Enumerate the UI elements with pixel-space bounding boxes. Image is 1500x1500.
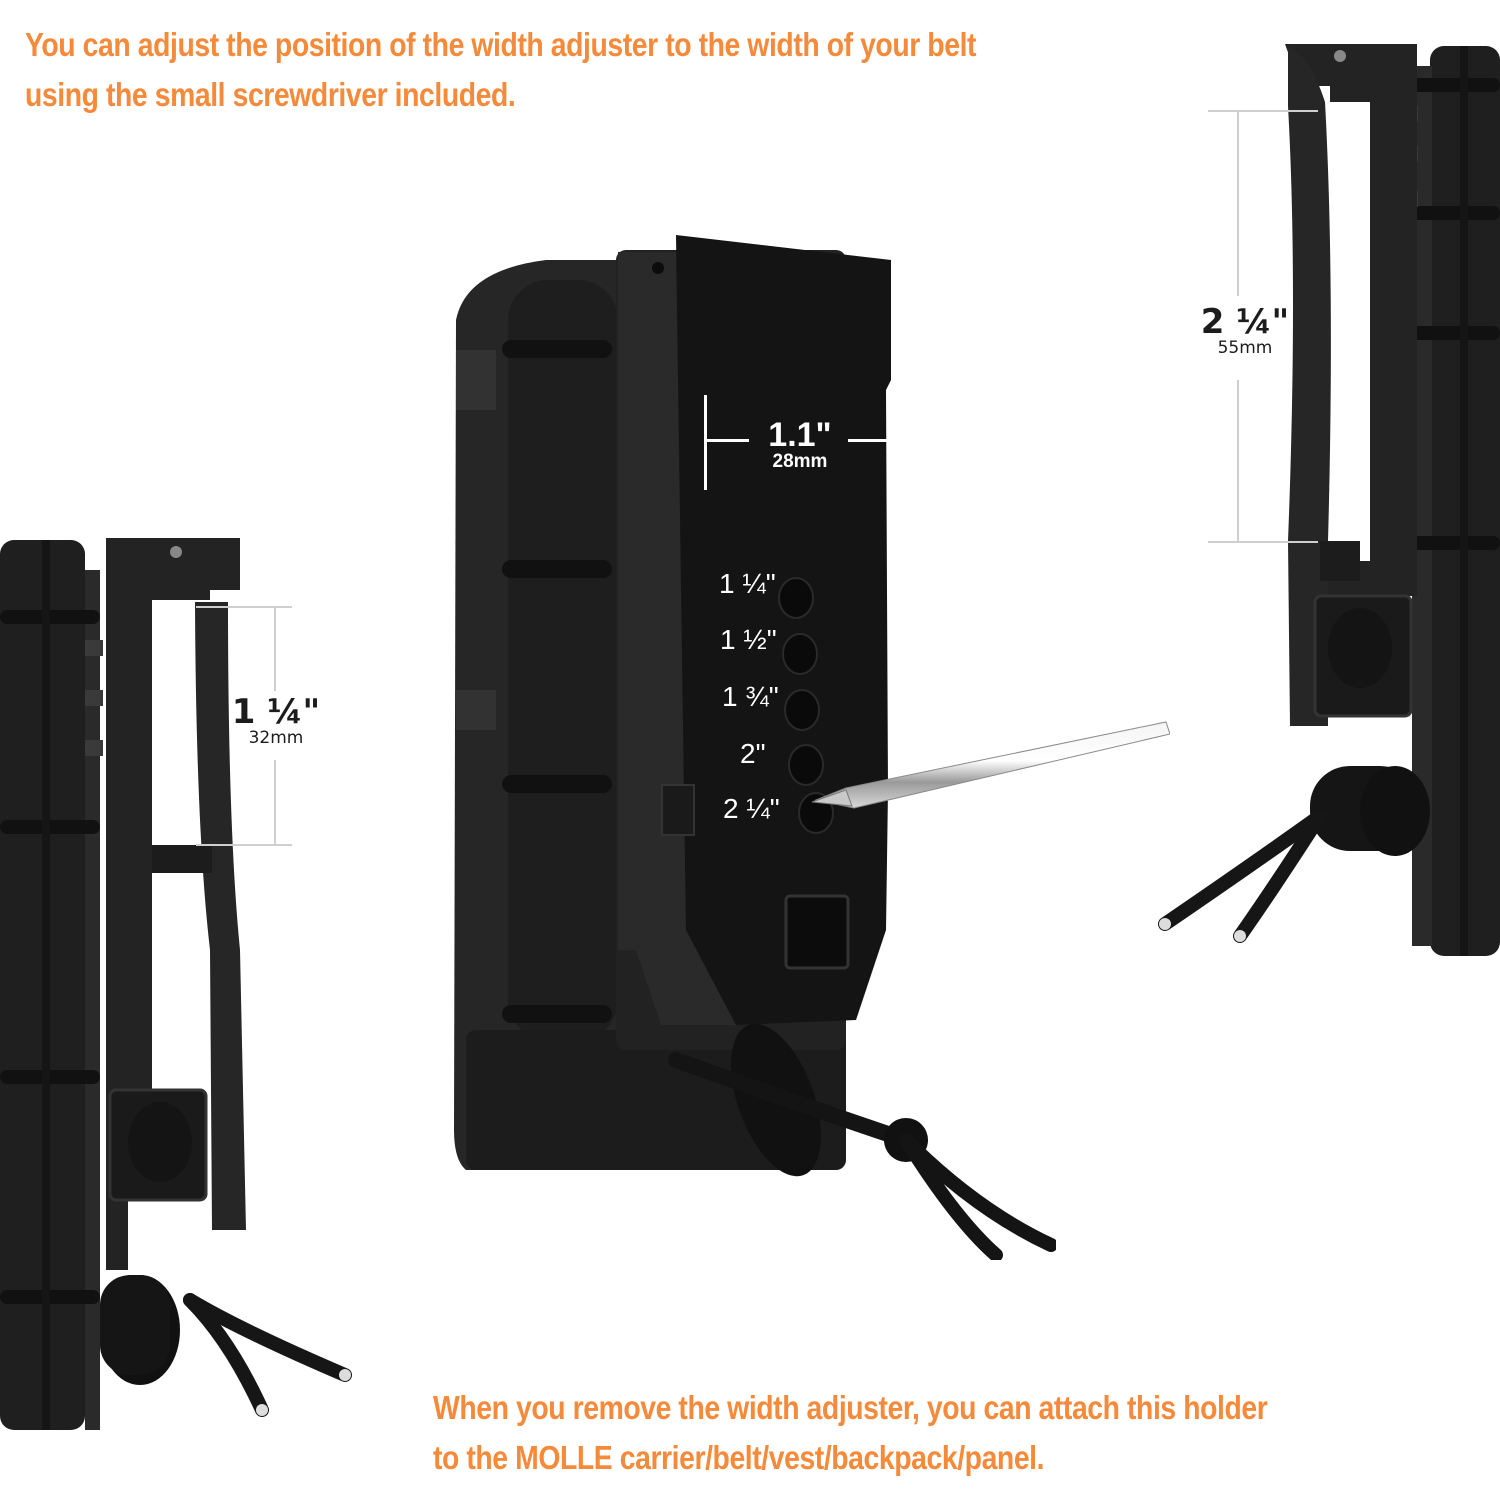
left-product-view xyxy=(0,530,360,1430)
holster-side-profile-wide-illustration xyxy=(1158,44,1500,956)
slot-label-2: 2" xyxy=(740,738,766,769)
right-dimension-guide-bottom xyxy=(1208,541,1318,543)
center-width-guide-right-arm xyxy=(848,439,890,442)
left-dimension-guide-top xyxy=(196,606,292,608)
left-dimension-inch: 1 ¼" xyxy=(231,692,321,732)
bottom-caption-line-1: When you remove the width adjuster, you … xyxy=(433,1389,1268,1426)
screwdriver xyxy=(806,712,1170,812)
center-width-mm: 28mm xyxy=(772,451,828,472)
holster-side-profile-illustration xyxy=(0,538,352,1430)
center-width-guide-left-arm xyxy=(704,439,749,442)
top-caption-line-1: You can adjust the position of the width… xyxy=(25,26,977,63)
left-dimension-guide-vertical-lower xyxy=(274,760,276,846)
bottom-caption: When you remove the width adjuster, you … xyxy=(433,1383,1268,1483)
holster-rear-illustration xyxy=(454,235,1056,1260)
center-width-guide-left xyxy=(704,395,707,490)
left-dimension-label: 1 ¼" 32mm xyxy=(226,695,326,748)
left-dimension-guide-bottom xyxy=(196,844,292,846)
slot-label-1-1-2: 1 ½" xyxy=(720,624,777,655)
slot-label-1-1-4: 1 ¼" xyxy=(719,568,776,599)
right-dimension-guide-vertical-upper xyxy=(1237,110,1239,296)
left-dimension-guide-vertical-upper xyxy=(274,606,276,691)
right-product-view xyxy=(1140,36,1500,956)
center-width-inch: 1.1" xyxy=(768,416,832,454)
slot-label-1-3-4: 1 ¾" xyxy=(722,681,779,712)
left-dimension-mm: 32mm xyxy=(248,728,304,748)
bottom-caption-line-2: to the MOLLE carrier/belt/vest/backpack/… xyxy=(433,1439,1045,1476)
right-dimension-guide-top xyxy=(1208,110,1318,112)
center-width-label: 1.1" 28mm xyxy=(755,418,845,473)
slot-label-2-1-4: 2 ¼" xyxy=(723,793,780,824)
right-dimension-inch: 2 ¼" xyxy=(1200,302,1290,342)
center-product-view xyxy=(436,230,1056,1260)
center-width-guide-right xyxy=(887,395,890,490)
top-caption-line-2: using the small screwdriver included. xyxy=(25,76,516,113)
top-caption: You can adjust the position of the width… xyxy=(25,20,976,120)
screwdriver-illustration xyxy=(811,721,1170,809)
right-dimension-guide-vertical-lower xyxy=(1237,380,1239,543)
right-dimension-mm: 55mm xyxy=(1217,338,1273,358)
right-dimension-label: 2 ¼" 55mm xyxy=(1190,305,1300,358)
